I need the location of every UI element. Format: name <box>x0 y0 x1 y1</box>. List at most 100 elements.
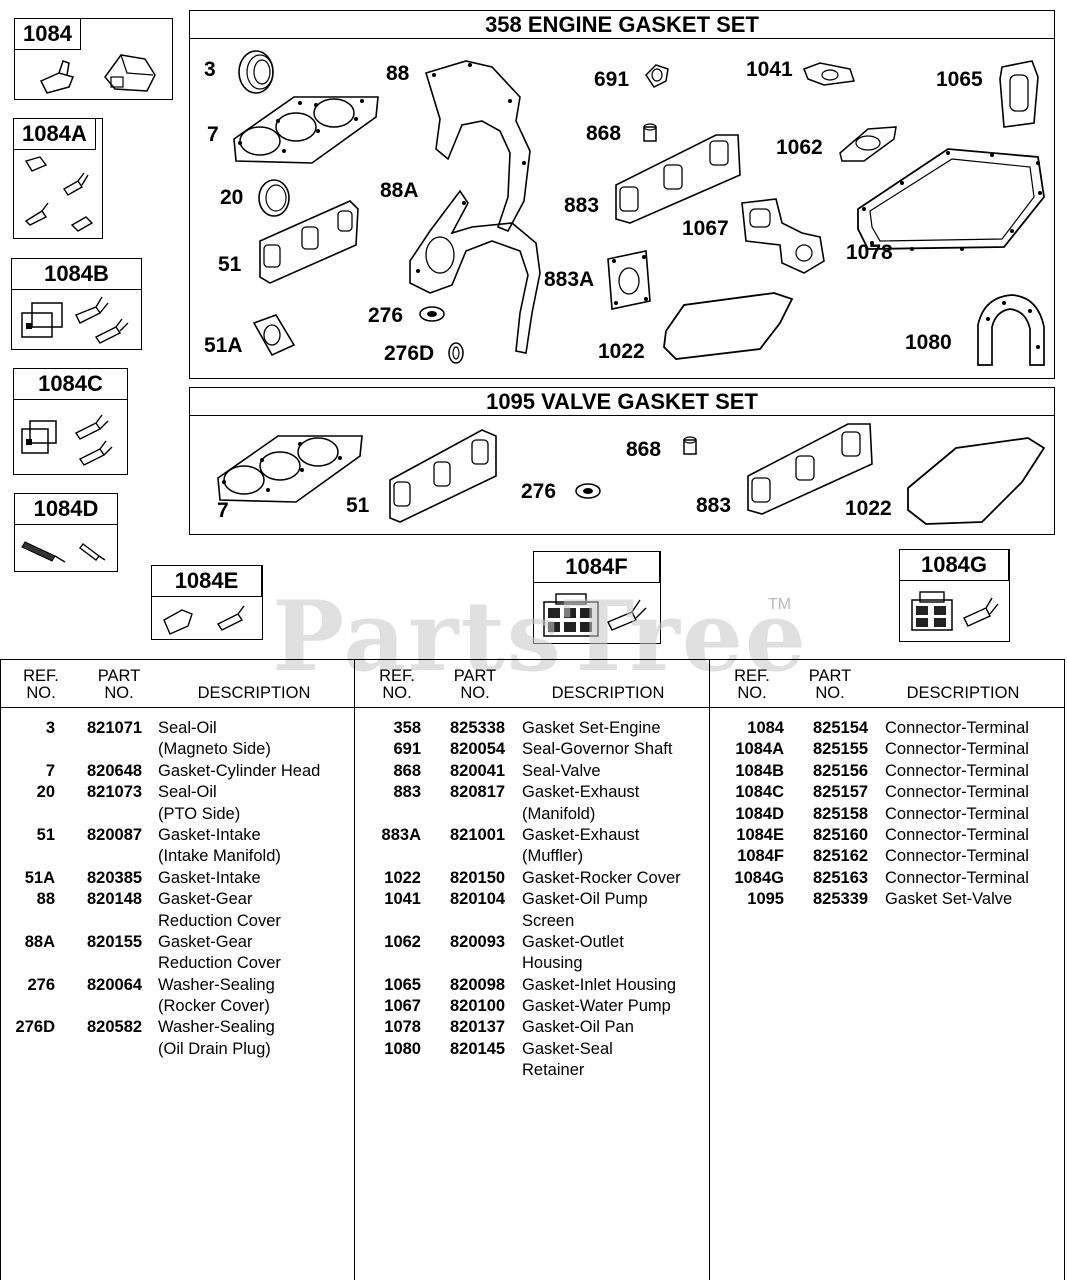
intake-gasket-icon[interactable] <box>254 197 364 287</box>
connector-box-1084F[interactable]: 1084F <box>533 551 661 644</box>
table-row[interactable]: (Muffler) <box>355 846 710 867</box>
part-number[interactable]: 820100 <box>450 997 506 1016</box>
connector-box-1084A[interactable]: 1084A <box>13 118 103 239</box>
intake-gasket-small-icon[interactable] <box>250 311 300 361</box>
part-number[interactable]: 825160 <box>813 825 869 844</box>
part-number[interactable]: 820137 <box>450 1018 506 1037</box>
table-row[interactable]: (Oil Drain Plug) <box>1 1039 355 1060</box>
exhaust-gasket-icon[interactable] <box>742 418 880 520</box>
table-row[interactable]: (Magneto Side) <box>1 739 355 760</box>
table-row[interactable]: (Rocker Cover) <box>1 996 355 1017</box>
oil-pan-gasket-icon[interactable] <box>852 145 1050 257</box>
part-number[interactable]: 821073 <box>87 783 143 802</box>
connector-box-1084E[interactable]: 1084E <box>151 565 263 640</box>
part-number[interactable]: 820582 <box>87 1018 143 1037</box>
governor-seal-icon[interactable] <box>642 61 672 89</box>
part-number[interactable]: 820648 <box>87 761 143 780</box>
oil-pump-gasket-icon[interactable] <box>800 59 858 89</box>
part-number[interactable]: 825157 <box>813 783 869 802</box>
part-number[interactable]: 820155 <box>87 932 143 951</box>
seal-retainer-gasket-icon[interactable] <box>968 293 1048 373</box>
part-number[interactable]: 820064 <box>87 975 143 994</box>
part-number[interactable]: 820093 <box>450 932 506 951</box>
valve-seal-icon[interactable] <box>640 121 660 145</box>
part-number[interactable]: 820817 <box>450 783 506 802</box>
part-number[interactable]: 820087 <box>87 825 143 844</box>
water-pump-gasket-icon[interactable] <box>738 195 826 277</box>
part-number[interactable]: 825163 <box>813 868 869 887</box>
part-number[interactable]: 820385 <box>87 868 143 887</box>
gear-cover-gasket-icon[interactable] <box>404 181 554 357</box>
cylinder-head-gasket-icon[interactable] <box>230 91 380 167</box>
muffler-gasket-icon[interactable] <box>604 247 654 313</box>
part-number[interactable]: 825162 <box>813 847 869 866</box>
rocker-cover-gasket-icon[interactable] <box>660 289 800 361</box>
table-row[interactable]: Housing <box>355 953 710 974</box>
inlet-housing-gasket-icon[interactable] <box>996 57 1044 129</box>
oil-seal-icon[interactable] <box>234 47 280 97</box>
part-number[interactable]: 821071 <box>87 719 143 737</box>
rocker-cover-gasket-icon[interactable] <box>902 434 1050 526</box>
part-number[interactable]: 825154 <box>813 719 869 737</box>
connector-box-1084D[interactable]: 1084D <box>14 493 118 572</box>
valve-seal-icon[interactable] <box>680 434 700 458</box>
sealing-washer-icon[interactable] <box>446 341 466 365</box>
connector-box-1084G[interactable]: 1084G <box>899 549 1010 642</box>
part-number[interactable]: 820054 <box>450 740 506 759</box>
part-number[interactable]: 821001 <box>450 825 506 844</box>
sealing-washer-icon[interactable] <box>418 305 446 323</box>
part-number[interactable]: 820150 <box>450 868 506 887</box>
connector-box-1084B[interactable]: 1084B <box>11 258 142 350</box>
sealing-washer-icon[interactable] <box>574 482 602 500</box>
part-number[interactable]: 820148 <box>87 890 143 909</box>
part-number[interactable]: 820098 <box>450 975 506 994</box>
table-row[interactable]: (Intake Manifold) <box>1 846 355 867</box>
part-number[interactable]: 825339 <box>813 890 869 909</box>
table-row[interactable]: (Manifold) <box>355 804 710 825</box>
table-row[interactable]: Reduction Cover <box>1 911 355 932</box>
gear-cover-gasket-icon[interactable] <box>420 55 540 245</box>
table-row[interactable]: (PTO Side) <box>1 804 355 825</box>
connector-box-1084C[interactable]: 1084C <box>13 368 128 475</box>
exhaust-gasket-icon[interactable] <box>610 129 746 229</box>
outlet-housing-gasket-icon[interactable] <box>836 123 900 163</box>
part-number[interactable]: 825338 <box>450 719 506 737</box>
part-number[interactable]: 820041 <box>450 761 506 780</box>
oil-seal-icon[interactable] <box>254 177 294 219</box>
cylinder-head-gasket-icon[interactable] <box>214 430 364 506</box>
table-row[interactable]: Retainer <box>355 1060 710 1081</box>
connector-box-1084[interactable]: 1084 <box>14 18 173 100</box>
part-number[interactable]: 825156 <box>813 761 869 780</box>
part-number[interactable]: 825155 <box>813 740 869 759</box>
part-number[interactable]: 825158 <box>813 804 869 823</box>
part-number[interactable]: 820145 <box>450 1039 506 1058</box>
